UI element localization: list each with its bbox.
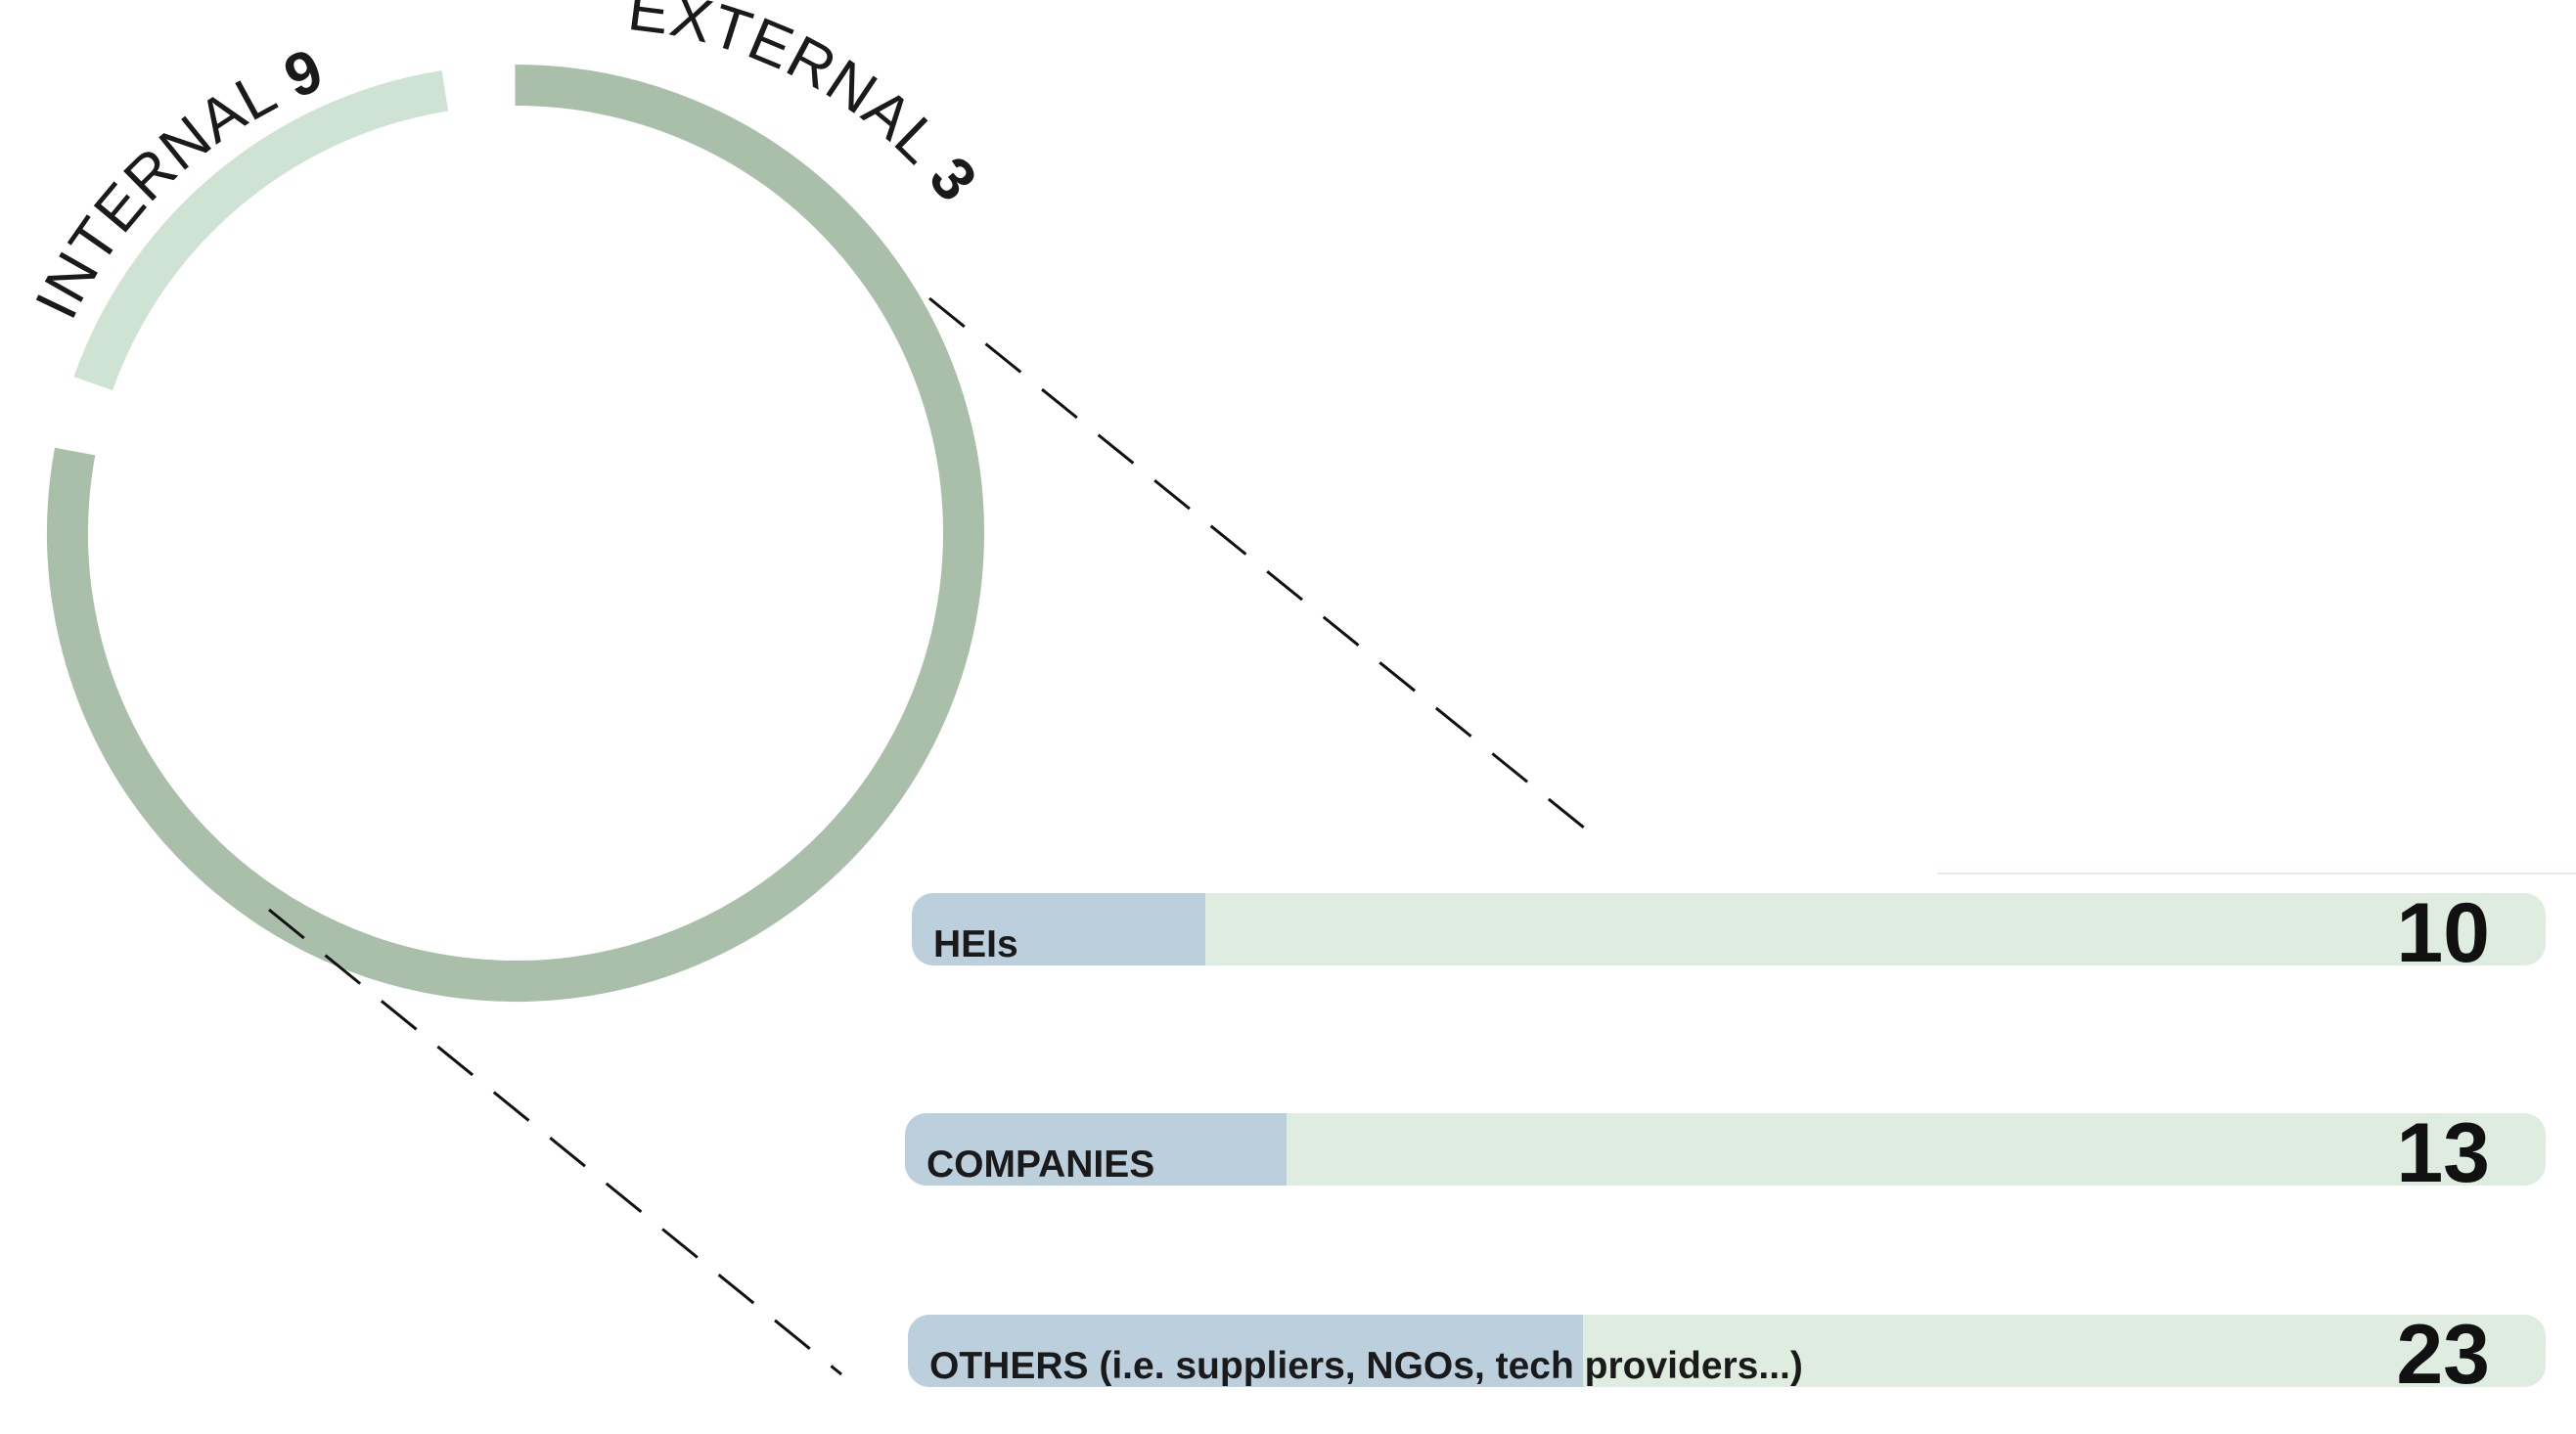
bar-value-label: 23 — [2396, 1308, 2490, 1402]
connector-line-bottom — [268, 908, 842, 1376]
bar — [905, 1113, 1287, 1186]
bar — [908, 1315, 1583, 1387]
bar-value-label: 13 — [2396, 1106, 2490, 1200]
bar-track — [905, 1113, 2546, 1186]
ring-chart — [47, 65, 984, 1002]
bar-track — [912, 893, 2546, 965]
ring-segment-external — [47, 65, 984, 1002]
connector-line-top — [928, 296, 1596, 838]
bar-label: COMPANIES — [926, 1143, 1154, 1186]
ring-segment-internal — [73, 69, 449, 391]
bar-label: HEIs — [933, 923, 1018, 965]
bar-value-label: 10 — [2396, 886, 2490, 980]
bar-label: OTHERS (i.e. suppliers, NGOs, tech provi… — [929, 1345, 1803, 1387]
bar — [912, 893, 1205, 965]
internal-label: INTERNAL 9 — [23, 36, 333, 329]
